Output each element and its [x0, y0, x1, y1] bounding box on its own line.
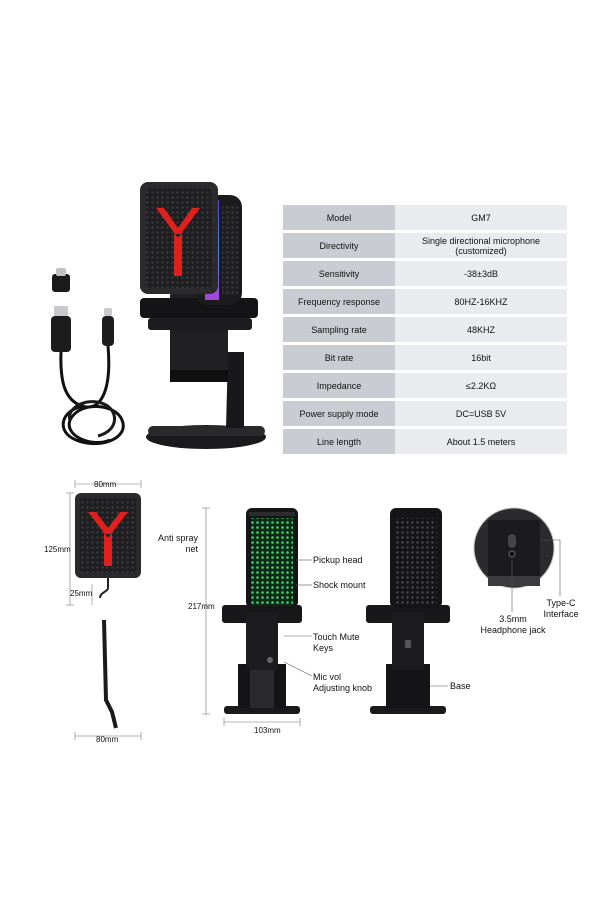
- spec-key: Model: [283, 205, 395, 230]
- shock-mount-label: Shock mount: [313, 580, 366, 590]
- spec-key: Power supply mode: [283, 401, 395, 426]
- spec-key: Line length: [283, 429, 395, 454]
- anti-spray-net-diagram: [66, 480, 142, 740]
- pickup-head-label: Pickup head: [313, 555, 363, 565]
- spec-value: GM7: [395, 205, 567, 230]
- stand-width-dim: 80mm: [96, 735, 119, 744]
- type-c-label: Type-C Interface: [543, 598, 579, 619]
- mic-vol-label: Mic vol Adjusting knob: [313, 672, 373, 693]
- front-microphone: [202, 507, 313, 726]
- spec-value: 16bit: [395, 345, 567, 370]
- mic-height-dim: 217mm: [188, 602, 215, 611]
- hero-microphone: [140, 182, 266, 449]
- spec-row: Impedance≤2.2KΩ: [283, 373, 567, 398]
- spec-key: Frequency response: [283, 289, 395, 314]
- spec-value: 48KHZ: [395, 317, 567, 342]
- net-height-dim: 125mm: [44, 545, 71, 554]
- spec-value: ≤2.2KΩ: [395, 373, 567, 398]
- port-detail-circle: [473, 507, 561, 612]
- spec-key: Bit rate: [283, 345, 395, 370]
- net-width-dim: 80mm: [94, 480, 117, 489]
- spec-key: Directivity: [283, 233, 395, 258]
- mic-base-dim: 103mm: [254, 726, 281, 735]
- spec-key: Sampling rate: [283, 317, 395, 342]
- spec-value: -38±3dB: [395, 261, 567, 286]
- touch-mute-label: Touch Mute Keys: [313, 632, 360, 653]
- spec-key: Impedance: [283, 373, 395, 398]
- spec-value: 80HZ-16KHZ: [395, 289, 567, 314]
- base-label: Base: [450, 681, 471, 691]
- usb-cable: [51, 268, 125, 446]
- spec-value: Single directional microphone (customize…: [395, 233, 567, 258]
- back-microphone: [366, 508, 450, 714]
- spec-value: DC=USB 5V: [395, 401, 567, 426]
- anti-spray-label: Anti spray net: [157, 533, 198, 554]
- net-bottom-dim: 25mm: [70, 589, 93, 598]
- spec-value: About 1.5 meters: [395, 429, 567, 454]
- headphone-jack-label: 3.5mm Headphone jack: [480, 614, 546, 635]
- spec-row: Sensitivity-38±3dB: [283, 261, 567, 286]
- spec-key: Sensitivity: [283, 261, 395, 286]
